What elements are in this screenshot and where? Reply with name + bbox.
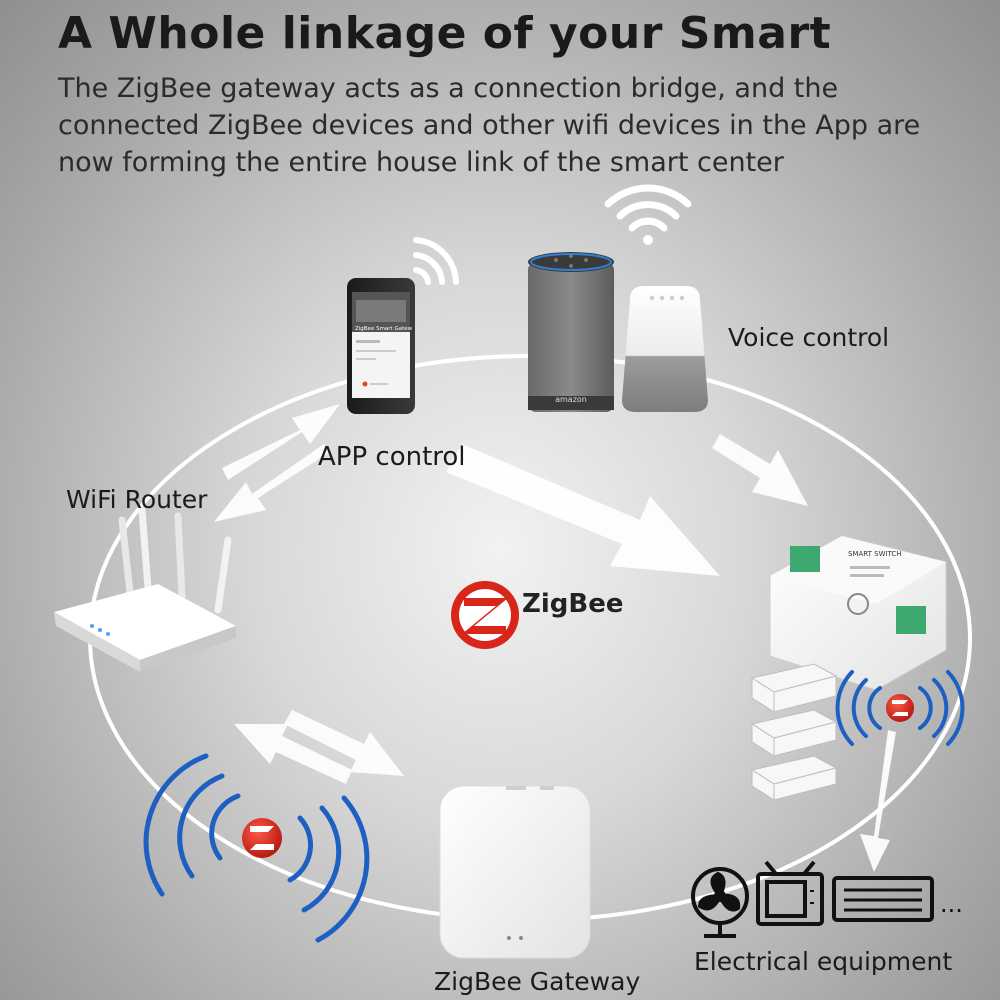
tv-icon bbox=[758, 862, 822, 924]
voice-control-label: Voice control bbox=[728, 323, 889, 352]
wall-switch-panels-icon bbox=[752, 664, 836, 800]
zigbee-logo-icon bbox=[451, 581, 519, 649]
arrow-router-to-gateway bbox=[284, 710, 404, 776]
phone-screen-title: ZigBee Smart Gatew bbox=[355, 326, 413, 332]
zigbee-gateway-label: ZigBee Gateway bbox=[434, 967, 640, 996]
fan-icon bbox=[693, 869, 747, 936]
air-conditioner-icon bbox=[834, 878, 932, 920]
electrical-equipment-label: Electrical equipment bbox=[694, 947, 952, 976]
amazon-echo-speaker-icon: amazon bbox=[528, 252, 614, 412]
wifi-signal-icon bbox=[416, 240, 456, 282]
wifi-signal-icon bbox=[608, 188, 688, 245]
app-control-label: APP control bbox=[318, 442, 466, 472]
wifi-router-icon bbox=[54, 510, 236, 672]
zigbee-signal-icon bbox=[146, 756, 367, 940]
wifi-router-label: WiFi Router bbox=[66, 485, 208, 514]
speaker-brand: amazon bbox=[555, 395, 587, 404]
more-devices-ellipsis: ... bbox=[940, 890, 963, 918]
arrow-app-to-switch bbox=[446, 444, 720, 576]
google-home-speaker-icon bbox=[622, 286, 708, 412]
zigbee-gateway-hub-icon bbox=[440, 786, 590, 958]
switch-label: SMART SWITCH bbox=[848, 550, 902, 558]
smart-switch-module-icon: SMART SWITCH bbox=[770, 536, 946, 690]
arrow-voice-to-switch bbox=[712, 434, 808, 506]
arrow-app-to-router bbox=[214, 444, 330, 522]
smartphone-icon: ZigBee Smart Gatew bbox=[347, 278, 415, 414]
zigbee-logo-text: ZigBee bbox=[522, 589, 623, 619]
